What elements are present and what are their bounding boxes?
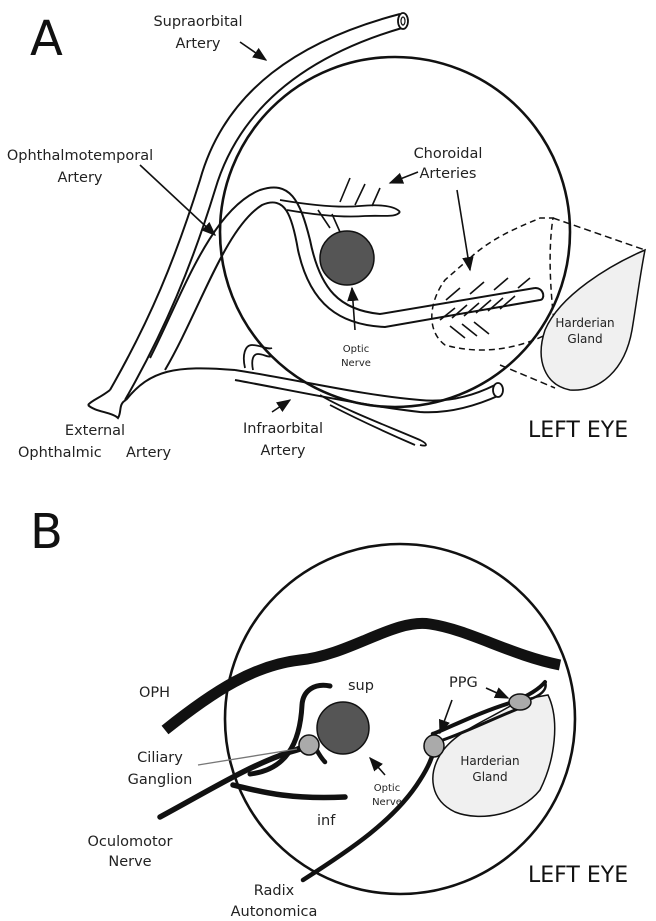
panel-a-letter: A [30,11,63,67]
ppg-ganglion-upper [509,694,531,710]
ciliary-label-line2: Ganglion [128,772,193,788]
radix-label-line2: Autonomica [231,904,318,920]
left-eye-label-a: LEFT EYE [528,418,628,443]
harderian-b-label-line1: Harderian [460,754,519,768]
external-ophthalmic-artery [88,368,235,418]
oph-label: OPH [139,685,170,701]
ophthalmotemporal-label-line2: Artery [57,170,102,186]
supraorbital-label-line2: Artery [175,36,220,52]
inf-label: inf [317,813,336,829]
ciliary-label-line1: Ciliary [137,750,183,766]
optic-nerve-b-label-line2: Nerve [372,797,402,808]
external-label: External [65,423,125,439]
oculomotor-label-line2: Nerve [108,854,151,870]
optic-nerve-b-label-line1: Optic [374,783,400,794]
left-eye-label-b: LEFT EYE [528,863,628,888]
ciliary-ganglion [299,735,319,755]
supraorbital-label-line1: Supraorbital [153,14,242,30]
ppg-ganglion-lower [424,735,444,757]
panel-b-letter: B [30,504,63,560]
infraorbital-label-line2: Artery [260,443,305,459]
optic-nerve-head-b [317,702,369,754]
optic-nerve-head [320,231,374,285]
harderian-b-label-line2: Gland [472,770,507,784]
panel-b: B [30,504,628,920]
harderian-label-line1: Harderian [555,316,614,330]
artery-label-external: Artery [126,445,171,461]
infraorbital-label-line1: Infraorbital [243,421,323,437]
panel-a: A [7,11,645,461]
ophthalmotemporal-label-line1: Ophthalmotemporal [7,148,153,164]
panel-a-arrows [140,42,470,412]
gland-field-outline [432,218,555,350]
harderian-label-line2: Gland [567,332,602,346]
optic-nerve-label-line1: Optic [343,344,369,355]
optic-nerve-label-line2: Nerve [341,358,371,369]
sup-label: sup [348,678,374,694]
choroidal-label-line1: Choroidal [414,146,483,162]
eyeball-outline [220,57,570,407]
choroidal-label-line2: Arteries [420,166,477,182]
radix-label-line1: Radix [254,883,295,899]
projection-line-upper [553,218,645,250]
oculomotor-label-line1: Oculomotor [88,834,173,850]
ophthalmic-label: Ophthalmic [18,445,102,461]
choroidal-branch-lower [440,278,530,338]
ppg-label: PPG [449,675,478,691]
